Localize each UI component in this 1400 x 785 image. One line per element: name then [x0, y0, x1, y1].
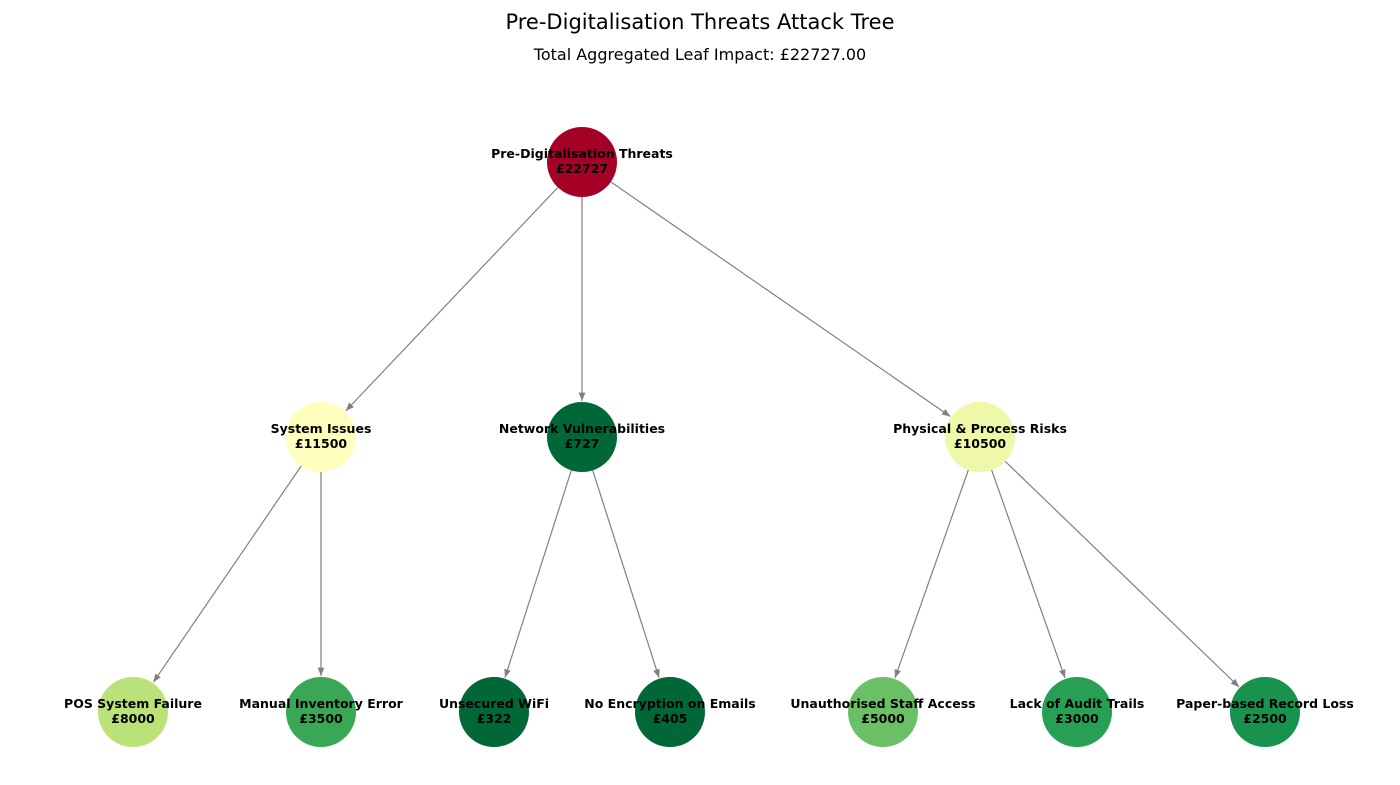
- node-circle-network: [547, 402, 617, 472]
- node-value-audit: £3000: [1055, 711, 1099, 726]
- node-label-pos: POS System Failure: [64, 696, 202, 711]
- edge-physical-to-paper: [1004, 460, 1240, 688]
- node-audit: Lack of Audit Trails£3000: [1010, 677, 1145, 747]
- edge-physical-to-staff: [894, 469, 969, 679]
- node-label-audit: Lack of Audit Trails: [1010, 696, 1145, 711]
- node-label-system: System Issues: [271, 421, 372, 436]
- node-circle-inventory: [286, 677, 356, 747]
- node-circle-pos: [98, 677, 168, 747]
- edge-physical-to-audit: [991, 469, 1066, 679]
- node-email: No Encryption on Emails£405: [584, 677, 756, 747]
- node-value-pos: £8000: [111, 711, 155, 726]
- node-value-physical: £10500: [954, 436, 1006, 451]
- node-physical: Physical & Process Risks£10500: [893, 402, 1067, 472]
- edge-network-to-email: [592, 470, 660, 678]
- node-circle-email: [635, 677, 705, 747]
- node-value-inventory: £3500: [299, 711, 343, 726]
- node-root: Pre-Digitalisation Threats£22727: [491, 127, 673, 197]
- diagram-subtitle: Total Aggregated Leaf Impact: £22727.00: [533, 45, 867, 64]
- edge-root-to-system: [345, 186, 559, 412]
- node-label-email: No Encryption on Emails: [584, 696, 755, 711]
- node-label-paper: Paper-based Record Loss: [1176, 696, 1354, 711]
- node-circle-audit: [1042, 677, 1112, 747]
- node-label-inventory: Manual Inventory Error: [239, 696, 404, 711]
- node-circle-physical: [945, 402, 1015, 472]
- node-staff: Unauthorised Staff Access£5000: [790, 677, 976, 747]
- node-label-physical: Physical & Process Risks: [893, 421, 1067, 436]
- node-inventory: Manual Inventory Error£3500: [239, 677, 404, 747]
- node-value-root: £22727: [556, 161, 608, 176]
- edges-layer: [152, 181, 1240, 688]
- edge-network-to-wifi: [504, 470, 572, 678]
- node-circle-system: [286, 402, 356, 472]
- node-label-wifi: Unsecured WiFi: [439, 696, 549, 711]
- node-label-staff: Unauthorised Staff Access: [790, 696, 975, 711]
- node-label-network: Network Vulnerabilities: [499, 421, 665, 436]
- node-paper: Paper-based Record Loss£2500: [1176, 677, 1354, 747]
- node-network: Network Vulnerabilities£727: [499, 402, 665, 472]
- node-value-staff: £5000: [861, 711, 905, 726]
- node-circle-staff: [848, 677, 918, 747]
- node-wifi: Unsecured WiFi£322: [439, 677, 549, 747]
- edge-system-to-pos: [152, 465, 302, 683]
- node-circle-paper: [1230, 677, 1300, 747]
- node-value-email: £405: [653, 711, 688, 726]
- node-value-system: £11500: [295, 436, 347, 451]
- node-value-wifi: £322: [477, 711, 512, 726]
- node-circle-root: [547, 127, 617, 197]
- node-label-root: Pre-Digitalisation Threats: [491, 146, 673, 161]
- node-value-paper: £2500: [1243, 711, 1287, 726]
- node-value-network: £727: [565, 436, 600, 451]
- node-system: System Issues£11500: [271, 402, 372, 472]
- node-circle-wifi: [459, 677, 529, 747]
- node-pos: POS System Failure£8000: [64, 677, 202, 747]
- edge-root-to-physical: [610, 181, 951, 418]
- diagram-title: Pre-Digitalisation Threats Attack Tree: [505, 10, 895, 34]
